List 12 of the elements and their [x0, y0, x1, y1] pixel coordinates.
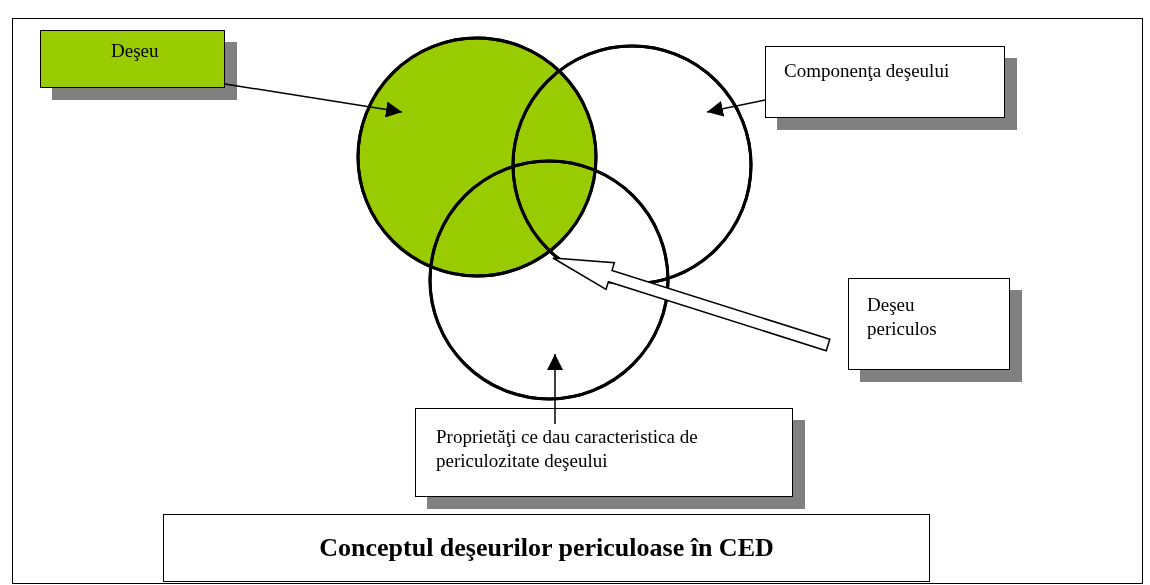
arrow	[224, 83, 403, 118]
label-box	[765, 46, 1005, 118]
label-box	[848, 278, 1010, 370]
label-text: Deşeu	[111, 39, 159, 63]
label-text: Deşeu periculos	[867, 293, 938, 341]
arrow	[706, 99, 766, 117]
label-text: Proprietăţi ce dau caracteristica de periculozitate deşeului	[436, 425, 699, 473]
label-box	[415, 408, 793, 497]
caption-text: Conceptul deşeurilor periculoase în CED	[319, 533, 774, 563]
caption-box	[163, 514, 930, 582]
label-text: Componenţa deşeului	[784, 59, 950, 83]
label-box	[40, 30, 225, 88]
